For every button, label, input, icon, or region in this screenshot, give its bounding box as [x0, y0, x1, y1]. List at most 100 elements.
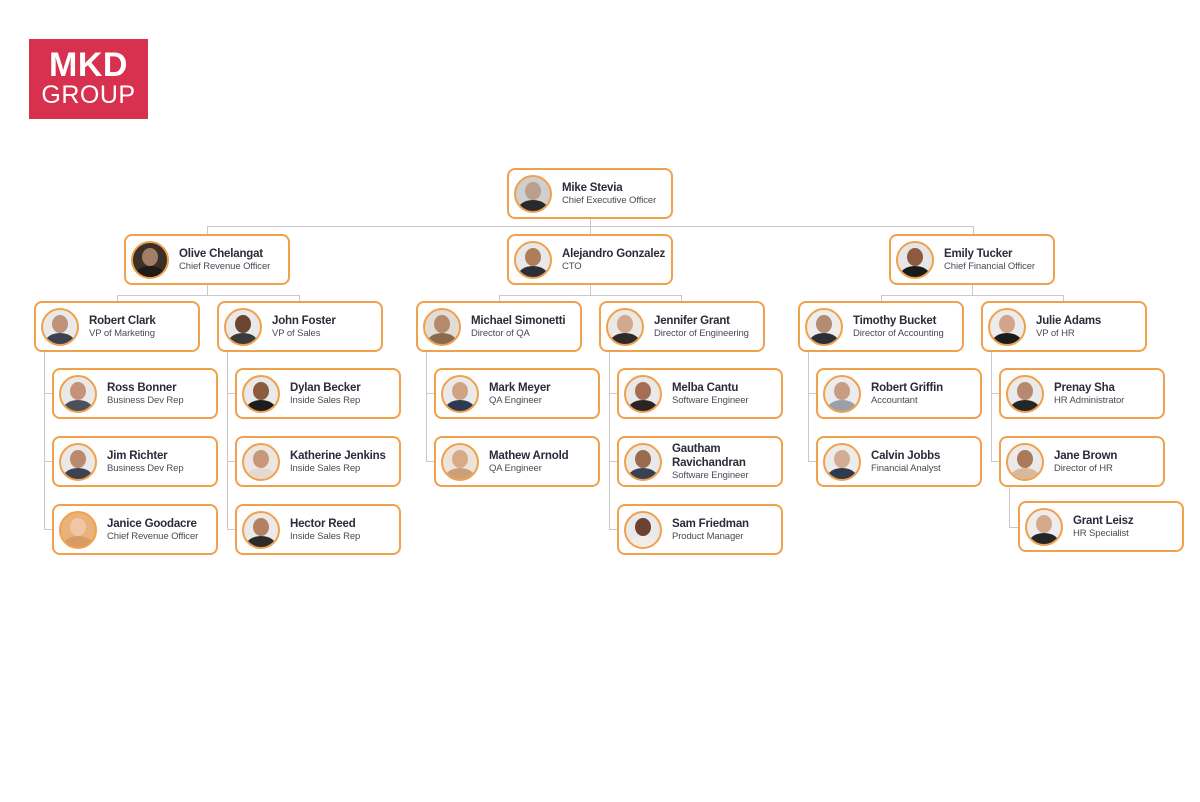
- connector: [609, 393, 617, 394]
- connector: [808, 352, 809, 462]
- person-title: Inside Sales Rep: [290, 530, 361, 542]
- person-title: HR Specialist: [1073, 527, 1129, 539]
- person-name: Robert Clark: [89, 314, 156, 327]
- avatar: [441, 374, 479, 413]
- person-title: Director of HR: [1054, 462, 1113, 474]
- avatar: [823, 374, 861, 413]
- avatar: [624, 374, 662, 413]
- avatar: [224, 307, 262, 346]
- person-name: Katherine Jenkins: [290, 449, 386, 462]
- person-name: Grant Leisz: [1073, 514, 1134, 527]
- person-title: Business Dev Rep: [107, 394, 184, 406]
- person-name: Mark Meyer: [489, 381, 551, 394]
- avatar: [423, 307, 461, 346]
- person-title: VP of Sales: [272, 327, 321, 339]
- person-name: Jim Richter: [107, 449, 168, 462]
- connector: [227, 529, 235, 530]
- connector: [227, 461, 235, 462]
- connector: [426, 461, 434, 462]
- avatar: [1025, 507, 1063, 546]
- person-title: Chief Executive Officer: [562, 194, 657, 206]
- person-name: Julie Adams: [1036, 314, 1102, 327]
- avatar: [606, 307, 644, 346]
- connector: [207, 226, 208, 234]
- connector: [207, 285, 208, 295]
- avatar: [823, 442, 861, 481]
- connector: [44, 352, 45, 530]
- avatar: [988, 307, 1026, 346]
- person-title: CTO: [562, 260, 582, 272]
- connector: [44, 461, 52, 462]
- company-logo: MKD GROUP: [29, 39, 148, 119]
- person-title: Inside Sales Rep: [290, 462, 361, 474]
- connector: [609, 529, 617, 530]
- avatar: [242, 442, 280, 481]
- connector: [972, 285, 973, 295]
- person-title: Product Manager: [672, 530, 744, 542]
- connector: [881, 295, 1064, 296]
- connector: [991, 352, 992, 462]
- connector: [207, 226, 974, 227]
- connector: [227, 393, 235, 394]
- person-title: Business Dev Rep: [107, 462, 184, 474]
- connector: [681, 295, 682, 301]
- logo-line-1: MKD: [49, 46, 128, 84]
- avatar: [242, 374, 280, 413]
- avatar: [59, 442, 97, 481]
- person-title: QA Engineer: [489, 462, 542, 474]
- person-name: Ross Bonner: [107, 381, 177, 394]
- avatar: [242, 510, 280, 549]
- person-title: Financial Analyst: [871, 462, 941, 474]
- connector: [609, 352, 610, 530]
- person-name: Emily Tucker: [944, 247, 1013, 260]
- avatar: [514, 240, 552, 279]
- person-title: Software Engineer: [672, 394, 749, 406]
- person-title: HR Administrator: [1054, 394, 1125, 406]
- person-title: Director of Engineering: [654, 327, 749, 339]
- connector: [881, 295, 882, 301]
- person-name: Calvin Jobbs: [871, 449, 941, 462]
- person-name: Alejandro Gonzalez: [562, 247, 666, 260]
- connector: [117, 295, 118, 301]
- avatar: [805, 307, 843, 346]
- connector: [991, 393, 999, 394]
- connector: [808, 461, 816, 462]
- person-name: Gautham Ravichandran: [672, 442, 746, 469]
- avatar: [59, 374, 97, 413]
- connector: [44, 529, 52, 530]
- connector: [1009, 527, 1018, 528]
- avatar: [41, 307, 79, 346]
- person-title: Accountant: [871, 394, 918, 406]
- person-name: Mathew Arnold: [489, 449, 569, 462]
- person-name: Dylan Becker: [290, 381, 361, 394]
- logo-line-2: GROUP: [41, 81, 136, 109]
- person-title: Inside Sales Rep: [290, 394, 361, 406]
- connector: [117, 295, 300, 296]
